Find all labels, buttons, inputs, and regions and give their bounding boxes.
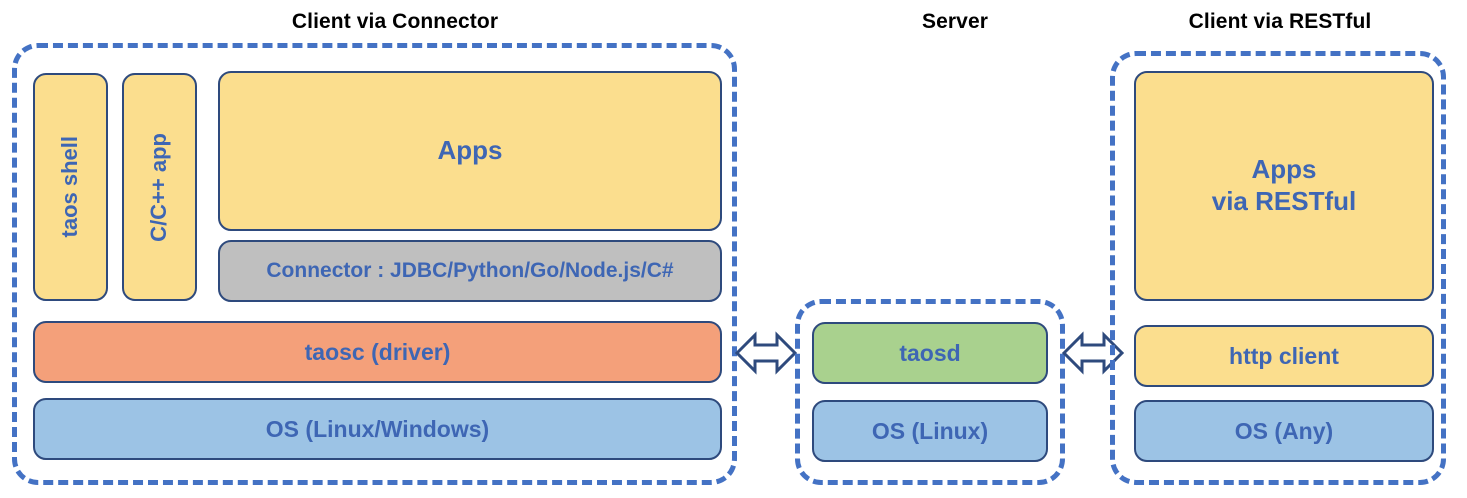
box-apps-via-restful-line1: Apps: [1251, 154, 1317, 185]
box-os-linux[interactable]: OS (Linux): [812, 400, 1048, 462]
box-apps-via-restful[interactable]: Apps via RESTful: [1134, 71, 1434, 301]
box-taosc-driver[interactable]: taosc (driver): [33, 321, 722, 383]
box-apps-via-restful-label: Apps via RESTful: [1212, 154, 1356, 217]
box-os-linux-label: OS (Linux): [871, 417, 989, 444]
box-os-any-label: OS (Any): [1234, 417, 1334, 444]
box-c-cpp-app-label: C/C++ app: [146, 132, 172, 242]
box-os-linux-windows[interactable]: OS (Linux/Windows): [33, 398, 722, 460]
box-os-linux-windows-label: OS (Linux/Windows): [265, 415, 490, 442]
section-title-client-connector: Client via Connector: [291, 10, 499, 33]
server-container: [795, 299, 1065, 485]
box-os-any[interactable]: OS (Any): [1134, 400, 1434, 462]
box-connector-label: Connector : JDBC/Python/Go/Node.js/C#: [266, 259, 674, 283]
box-c-cpp-app[interactable]: C/C++ app: [122, 73, 197, 301]
box-connector[interactable]: Connector : JDBC/Python/Go/Node.js/C#: [218, 240, 722, 302]
box-taos-shell[interactable]: taos shell: [33, 73, 108, 301]
client-restful-container: [1110, 51, 1446, 485]
box-apps-connector-label: Apps: [437, 135, 503, 166]
box-http-client-label: http client: [1229, 342, 1339, 369]
box-taosd[interactable]: taosd: [812, 322, 1048, 384]
box-http-client[interactable]: http client: [1134, 325, 1434, 387]
client-connector-container: [12, 43, 737, 485]
section-title-server: Server: [922, 10, 988, 33]
bidirectional-arrow-right: [1062, 327, 1124, 379]
section-title-client-restful: Client via RESTful: [1188, 10, 1372, 33]
box-taosd-label: taosd: [899, 339, 961, 366]
box-apps-connector[interactable]: Apps: [218, 71, 722, 231]
box-taos-shell-label: taos shell: [57, 136, 83, 238]
box-apps-via-restful-line2: via RESTful: [1211, 186, 1357, 216]
bidirectional-arrow-left: [735, 327, 797, 379]
box-taosc-driver-label: taosc (driver): [304, 338, 451, 365]
